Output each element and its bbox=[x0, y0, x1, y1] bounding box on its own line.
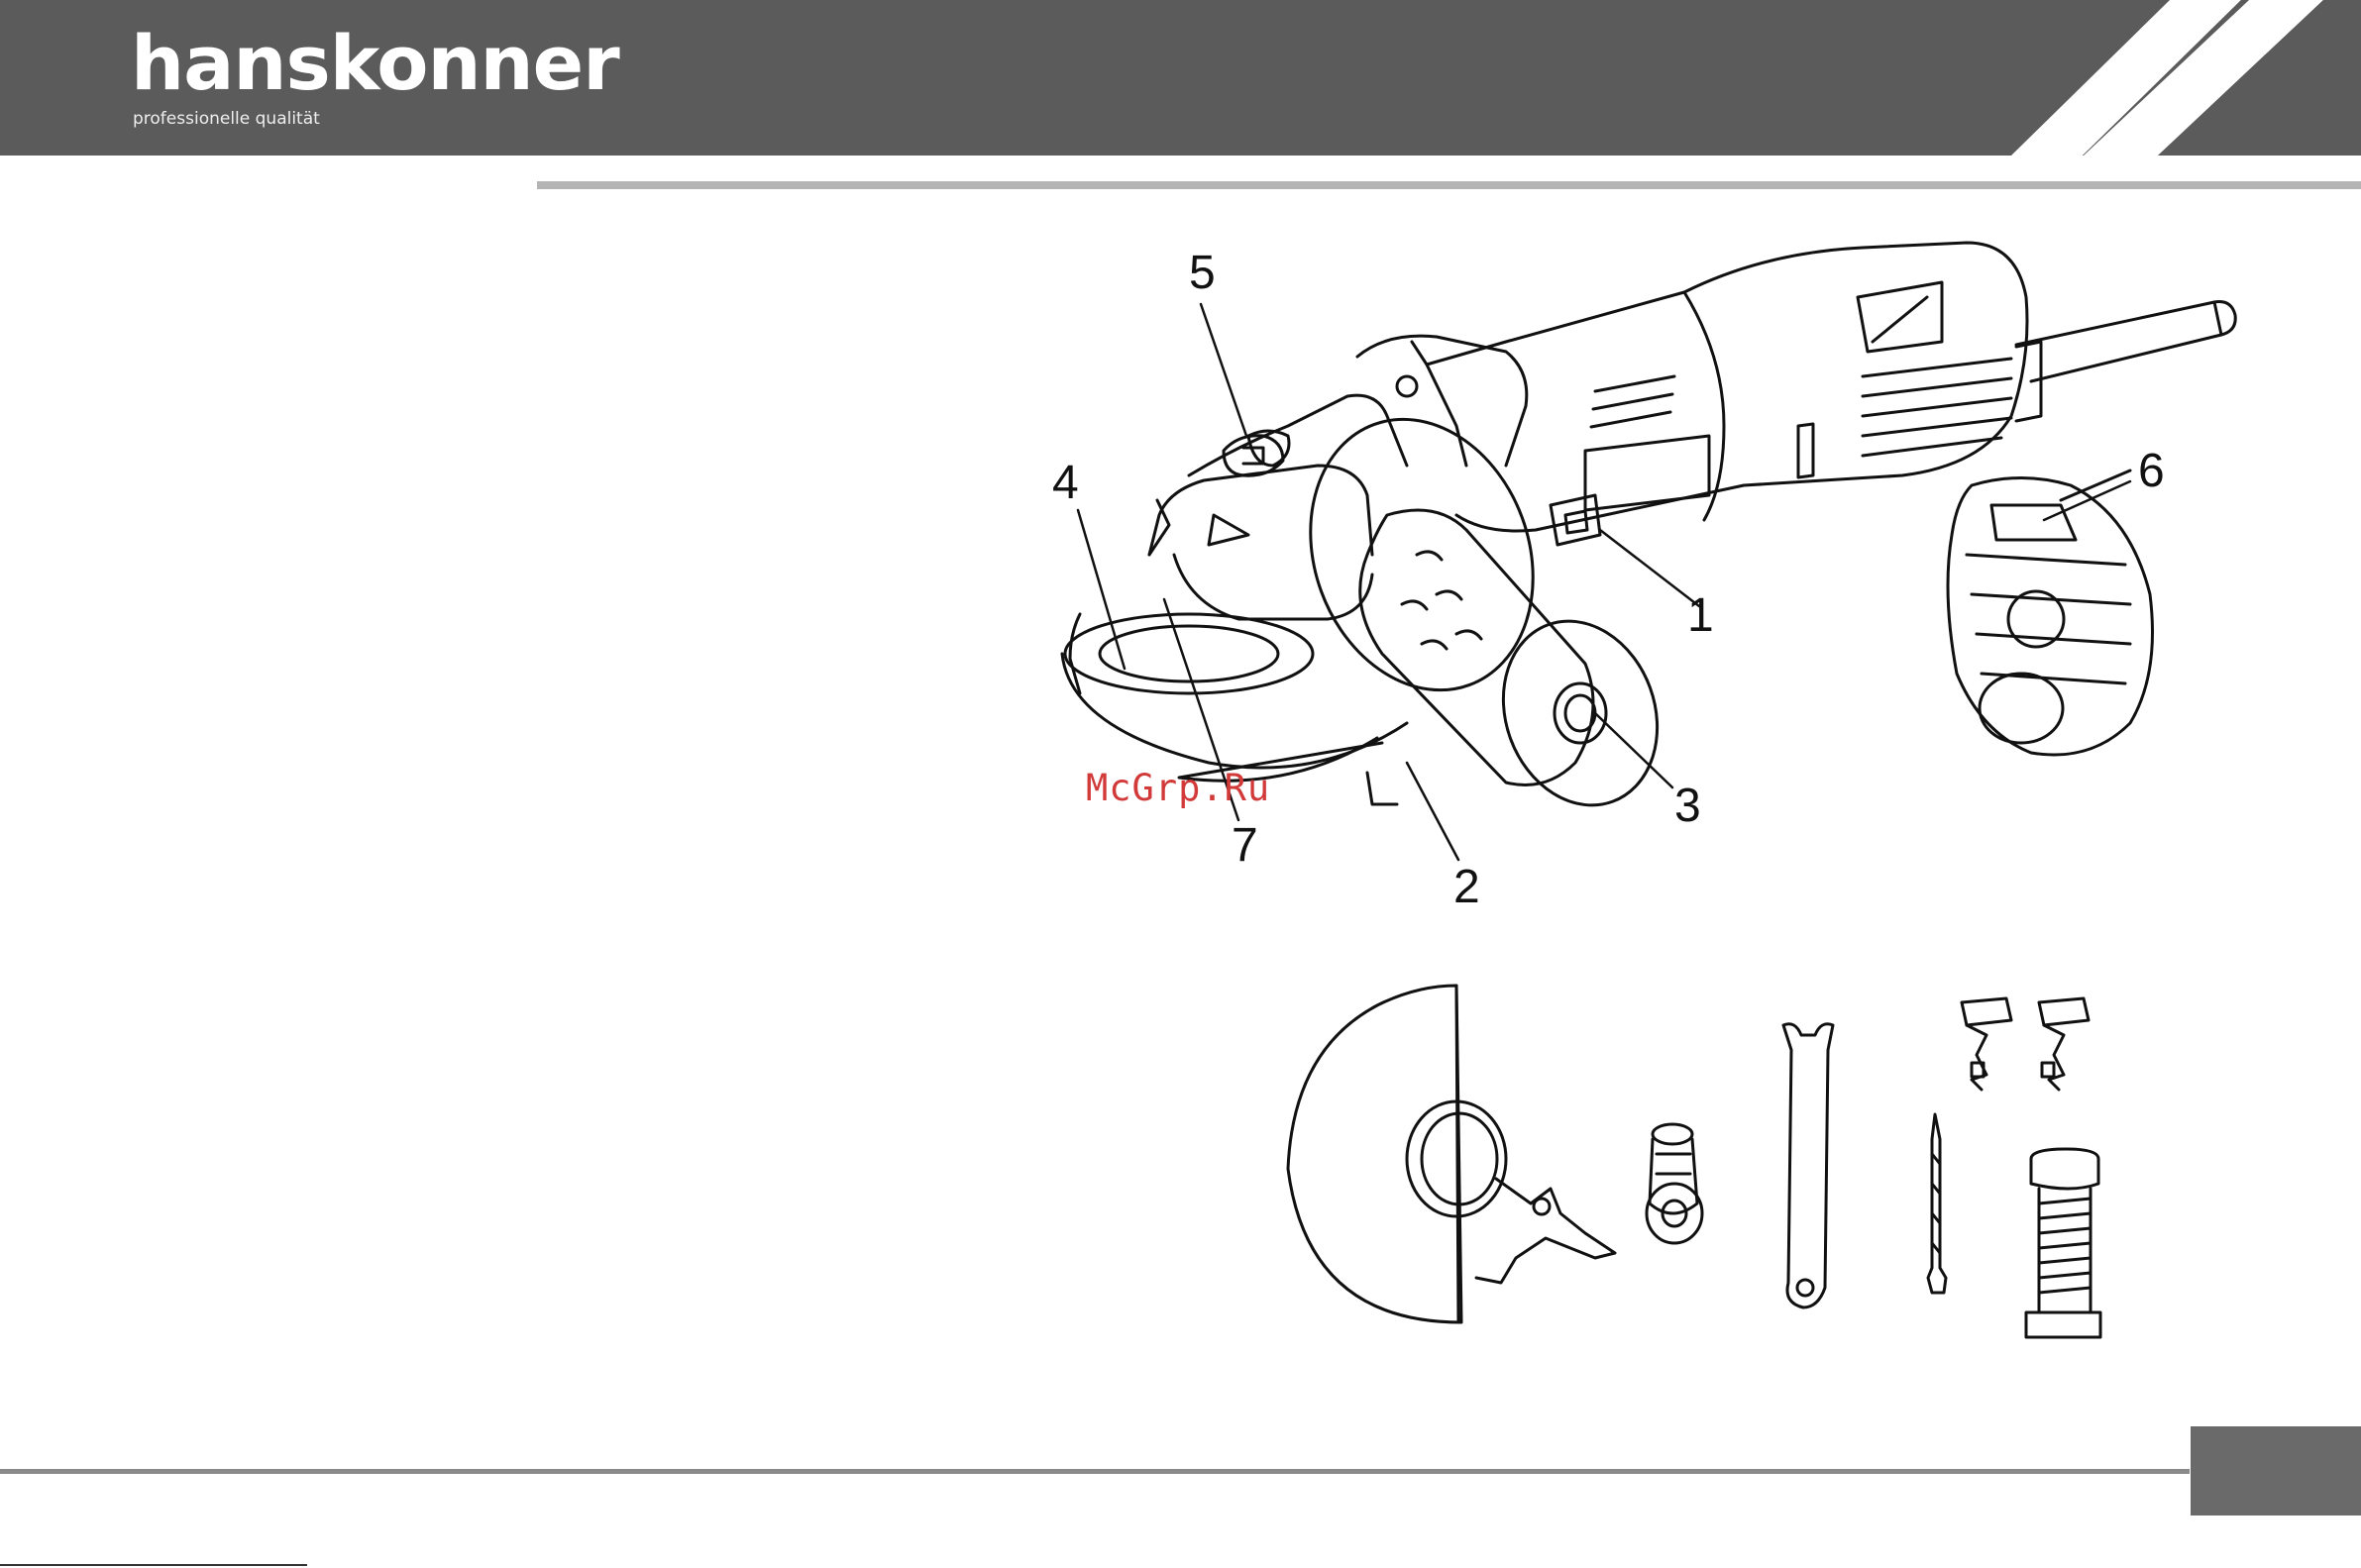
callout-2: 2 bbox=[1453, 864, 1480, 911]
accessory-pin-wrench bbox=[1783, 1024, 1833, 1307]
wheel-guard bbox=[1062, 500, 1407, 804]
side-cover bbox=[1948, 470, 2153, 755]
gear-head bbox=[1149, 336, 1527, 619]
callout-1: 1 bbox=[1687, 592, 1714, 640]
accessory-bolt bbox=[2026, 1149, 2100, 1337]
watermark: McGrp.Ru bbox=[1086, 767, 1270, 809]
accessory-guard bbox=[1288, 986, 1615, 1322]
bottom-divider bbox=[0, 1469, 2190, 1474]
power-cord bbox=[2016, 302, 2235, 381]
callout-6: 6 bbox=[2138, 448, 2165, 495]
callout-3: 3 bbox=[1674, 783, 1701, 830]
accessory-carbon-brushes bbox=[1962, 998, 2089, 1090]
callout-4: 4 bbox=[1052, 460, 1079, 507]
callout-5: 5 bbox=[1189, 250, 1216, 297]
footnote-rule bbox=[0, 1564, 307, 1566]
callout-7: 7 bbox=[1232, 822, 1258, 870]
side-handle bbox=[1274, 388, 1682, 827]
accessory-handle bbox=[1647, 1124, 1702, 1243]
accessory-screwdriver bbox=[1928, 1114, 1946, 1293]
motor-housing bbox=[1427, 243, 2041, 531]
page-number-box bbox=[2191, 1426, 2361, 1516]
